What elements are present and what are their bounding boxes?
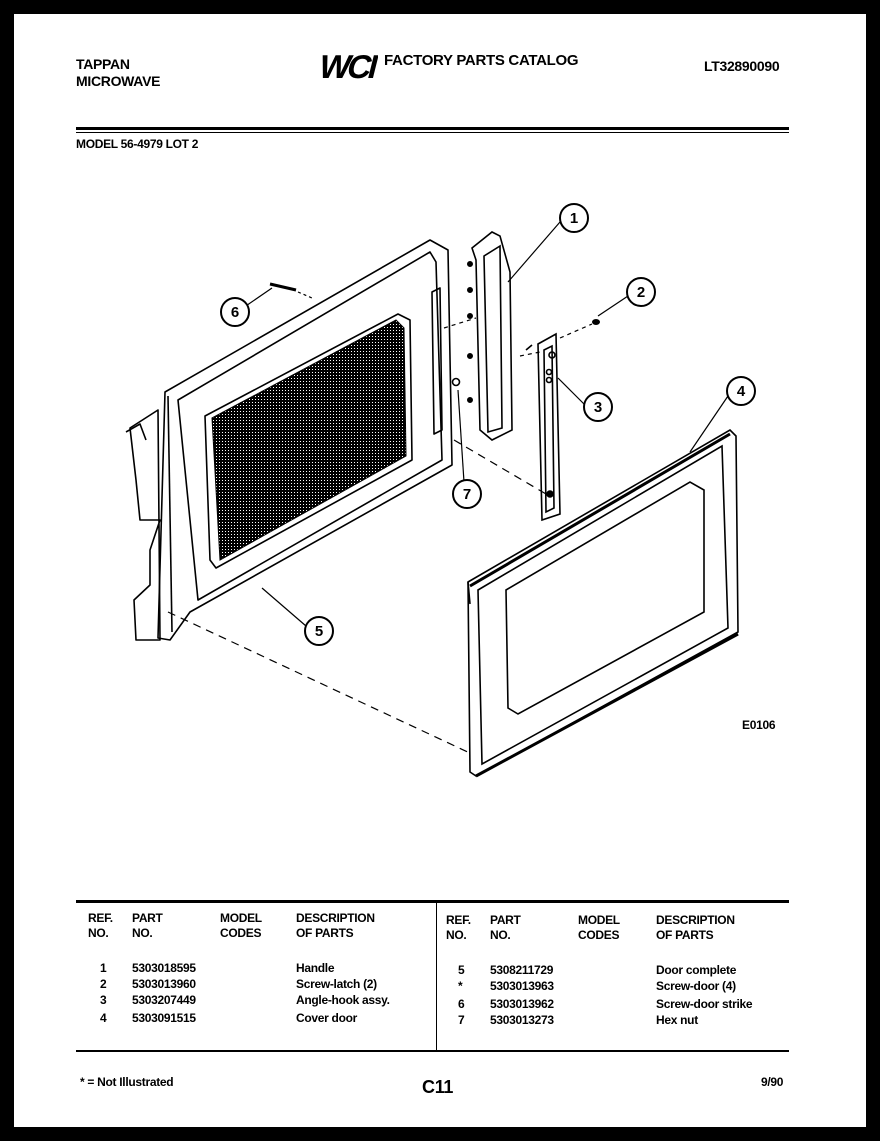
callout-3: 3: [594, 399, 602, 416]
angle-hook-part: [525, 332, 561, 522]
table-row: 2: [100, 977, 107, 991]
table-row-part: 5303013273: [490, 1013, 554, 1027]
table-row-desc: Cover door: [296, 1011, 358, 1025]
table-row: 4: [100, 1011, 107, 1025]
door-window-outline: [204, 313, 413, 569]
header-model-codes-right: MODEL CODES: [578, 913, 620, 942]
table-row-part: 5303013960: [132, 977, 196, 991]
table-row-desc: Screw-door (4): [656, 979, 736, 993]
diagram-code: E0106: [742, 718, 776, 732]
table-row-desc: Angle-hook assy.: [296, 993, 390, 1007]
header-part-no-left: PART NO.: [132, 911, 163, 940]
revision-date: 9/90: [761, 1075, 784, 1089]
table-row-part: 5303013963: [490, 979, 554, 993]
table-row-desc: Screw-door strike: [656, 997, 753, 1011]
exploded-diagram: 1 2 3 4 5 6 7: [125, 203, 756, 778]
table-row: 7: [458, 1013, 465, 1027]
header-ref-no-left: REF. NO.: [88, 911, 113, 940]
brand-line-2: MICROWAVE: [76, 73, 161, 89]
table-rule-top: [76, 900, 789, 903]
table-row-part: 5303018595: [132, 961, 196, 975]
header-ref-no-right: REF. NO.: [446, 913, 471, 942]
table-row: 5: [458, 963, 465, 977]
callout-7: 7: [463, 486, 471, 503]
catalog-sheet: [14, 14, 866, 1127]
table-row-desc: Handle: [296, 961, 335, 975]
header-rule-thin: [76, 132, 789, 133]
table-row: 6: [458, 997, 465, 1011]
brand-line-1: TAPPAN: [76, 56, 130, 72]
footnote-not-illustrated: * = Not Illustrated: [80, 1075, 174, 1089]
table-row-desc: Hex nut: [656, 1013, 698, 1027]
callout-2: 2: [637, 284, 645, 301]
page-number: C11: [422, 1077, 454, 1097]
document-number: LT32890090: [704, 58, 780, 74]
cover-door-part: [467, 428, 739, 778]
screw-latch-part: [592, 319, 600, 325]
callout-5: 5: [315, 623, 323, 640]
table-row: *: [458, 979, 463, 993]
door-mesh-screen: [211, 319, 407, 561]
table-row-part: 5303091515: [132, 1011, 196, 1025]
callout-1: 1: [570, 210, 578, 227]
header-description-right: DESCRIPTION OF PARTS: [656, 913, 735, 942]
callout-4: 4: [737, 383, 746, 400]
model-line: MODEL 56-4979 LOT 2: [76, 137, 199, 151]
handle-part: [466, 231, 513, 441]
table-divider: [436, 903, 437, 1050]
table-row-part: 5308211729: [490, 963, 554, 977]
table-row: 3: [100, 993, 107, 1007]
brand-block: TAPPAN MICROWAVE: [76, 56, 160, 90]
screw-door-strike-part: [269, 282, 297, 292]
table-row-desc: Screw-latch (2): [296, 977, 377, 991]
wci-logo-icon: WCI: [316, 49, 378, 85]
header-rule-thick: [76, 127, 789, 130]
table-row-desc: Door complete: [656, 963, 737, 977]
table-row: 1: [100, 961, 107, 975]
logo-text: WCI: [316, 49, 378, 85]
catalog-title: FACTORY PARTS CATALOG: [384, 52, 579, 69]
table-row-part: 5303013962: [490, 997, 554, 1011]
table-rule-bottom: [76, 1050, 789, 1052]
header-model-codes-left: MODEL CODES: [220, 911, 262, 940]
callout-6: 6: [231, 304, 239, 321]
door-left-flange: [129, 409, 161, 641]
hex-nut-part: [451, 377, 461, 387]
header-description-left: DESCRIPTION OF PARTS: [296, 911, 375, 940]
header-part-no-right: PART NO.: [490, 913, 521, 942]
table-row-part: 5303207449: [132, 993, 196, 1007]
